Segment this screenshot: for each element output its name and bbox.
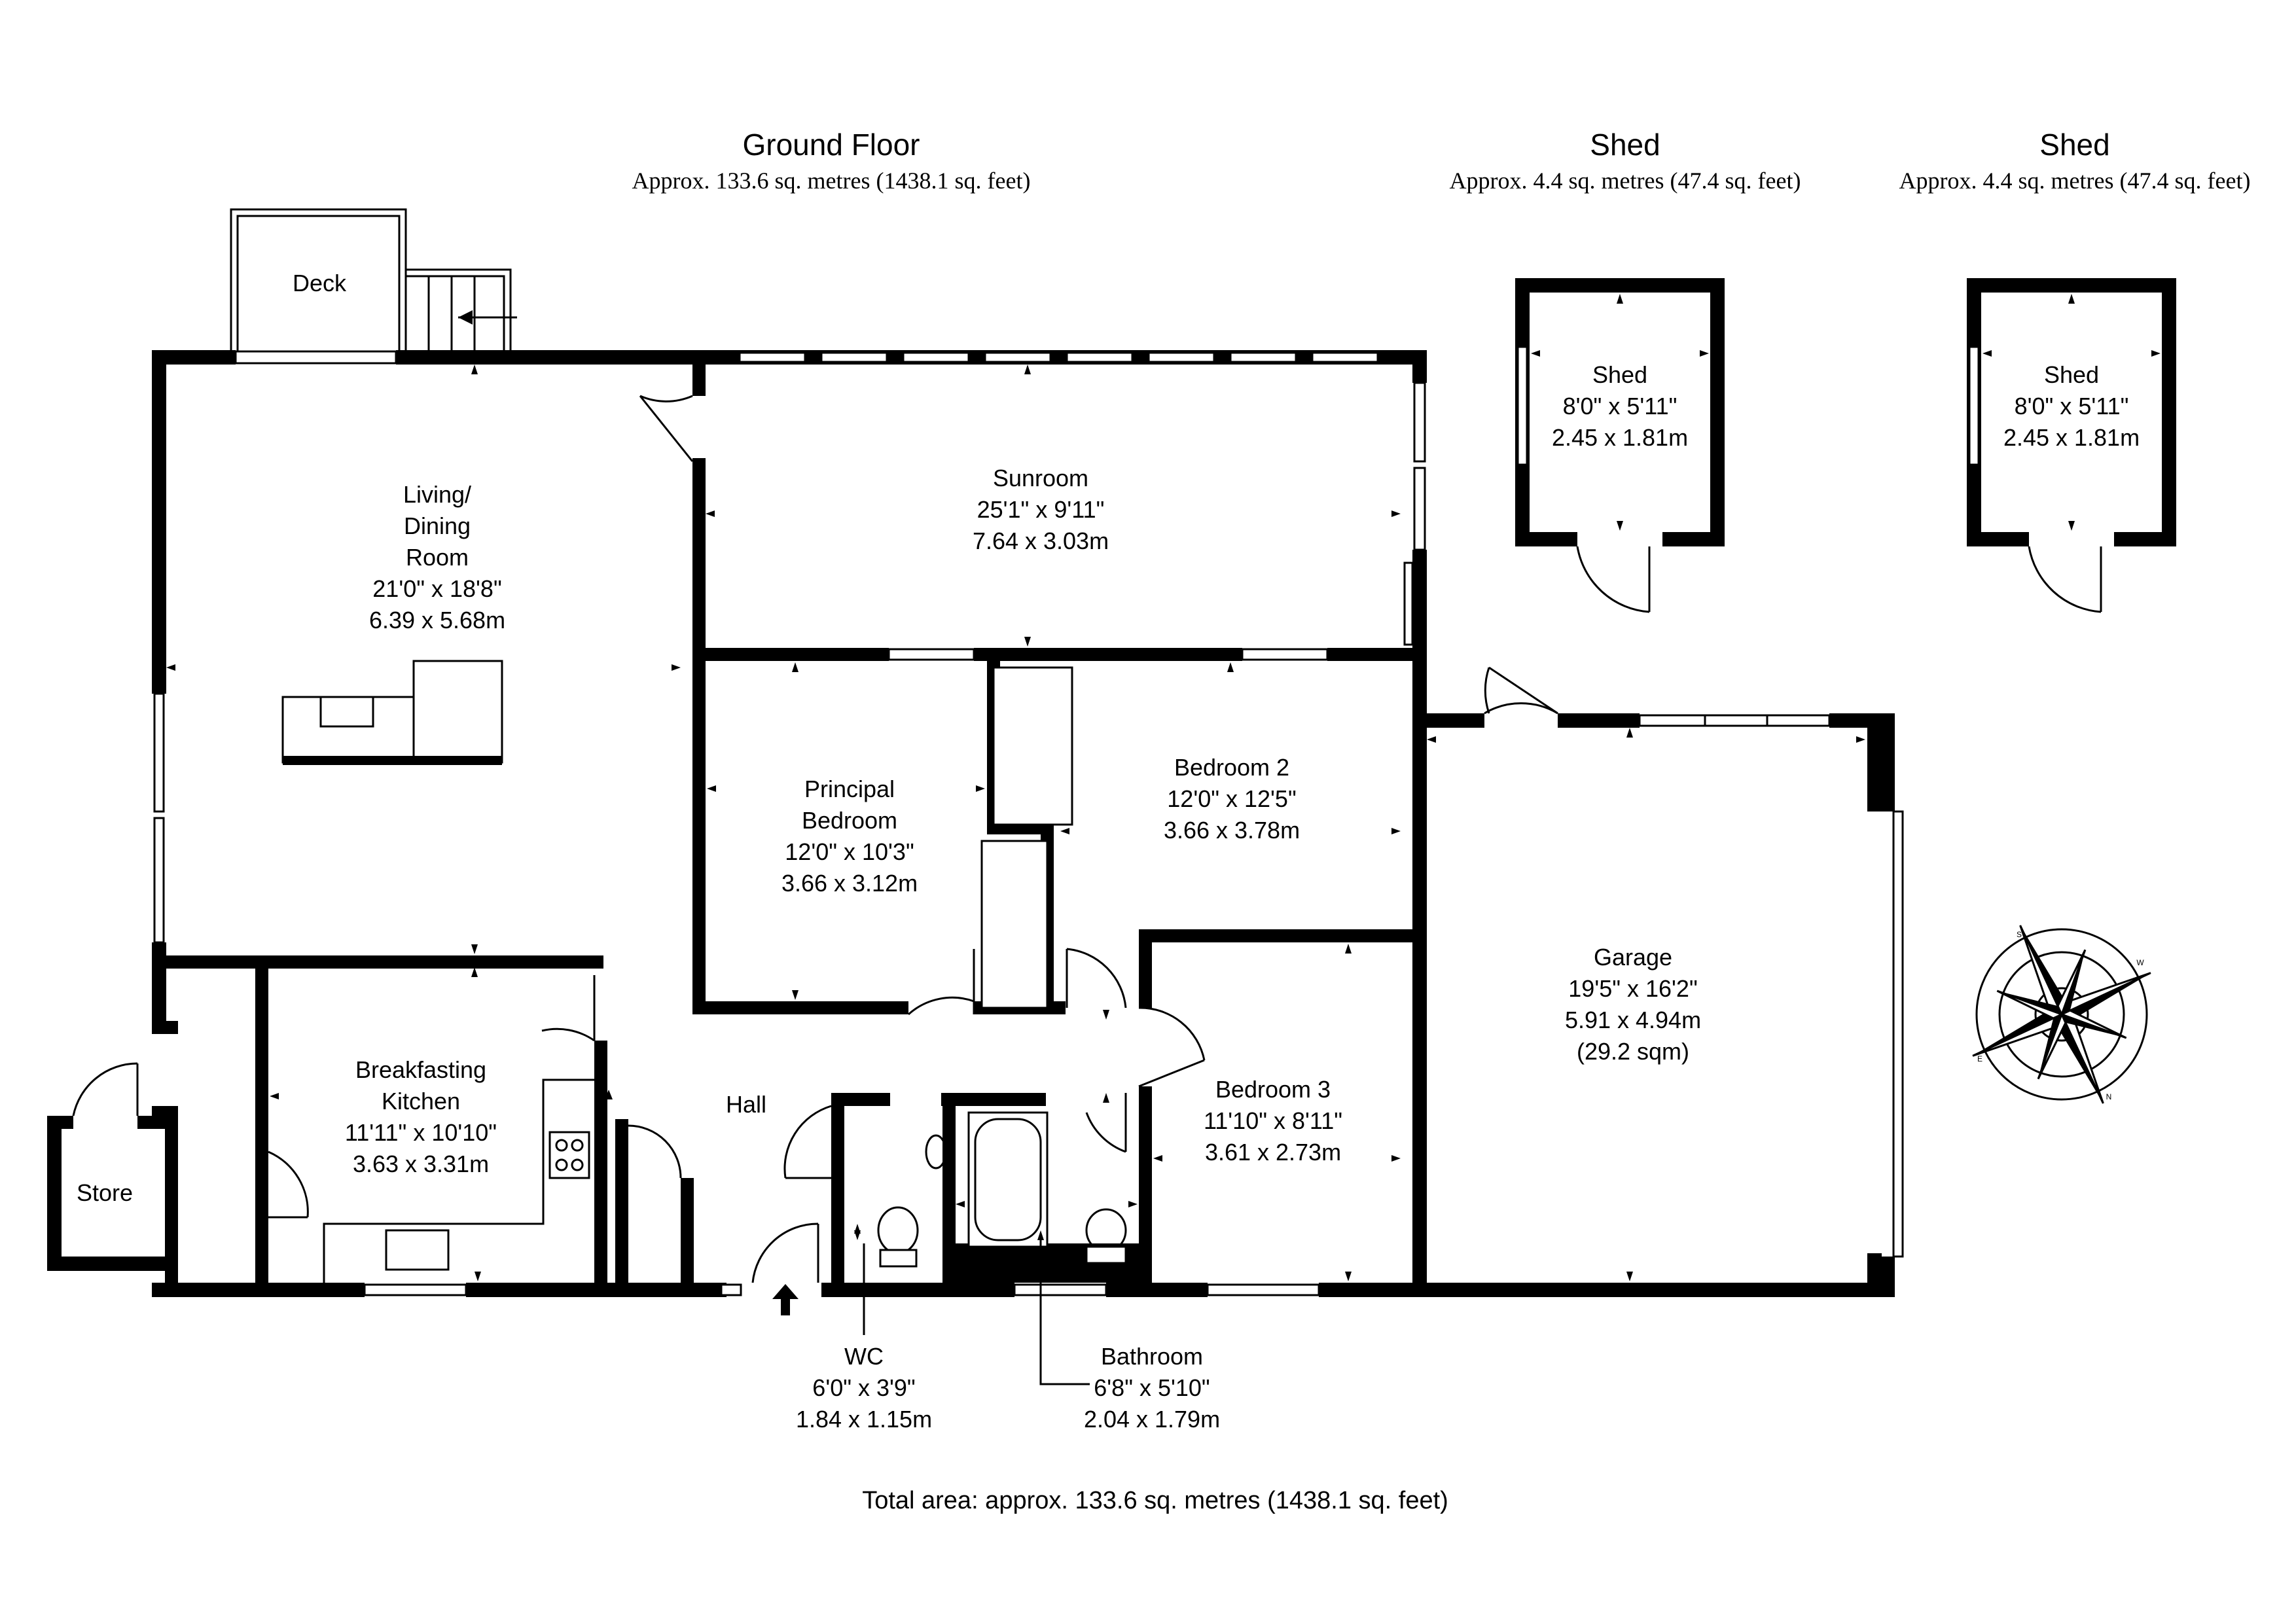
svg-text:2.45 x 1.81m: 2.45 x 1.81m bbox=[1552, 424, 1688, 451]
ground-floor-title: Ground Floor bbox=[742, 128, 920, 162]
svg-text:3.66 x 3.78m: 3.66 x 3.78m bbox=[1164, 817, 1300, 844]
svg-text:S: S bbox=[2017, 930, 2022, 939]
svg-text:Garage: Garage bbox=[1594, 944, 1672, 971]
svg-text:Living/: Living/ bbox=[403, 481, 471, 508]
svg-text:Bedroom 3: Bedroom 3 bbox=[1215, 1076, 1331, 1103]
svg-text:Kitchen: Kitchen bbox=[382, 1088, 460, 1115]
store: Store bbox=[47, 1062, 178, 1271]
svg-text:3.61 x 2.73m: 3.61 x 2.73m bbox=[1205, 1139, 1341, 1166]
svg-text:6.39 x 5.68m: 6.39 x 5.68m bbox=[369, 607, 505, 633]
svg-text:6'8" x 5'10": 6'8" x 5'10" bbox=[1094, 1374, 1210, 1401]
fixtures bbox=[281, 660, 1127, 1283]
svg-text:11'10" x 8'11": 11'10" x 8'11" bbox=[1204, 1107, 1342, 1134]
bathroom-leader bbox=[1039, 1237, 1090, 1385]
garage: Garage 19'5" x 16'2" 5.91 x 4.94m (29.2 … bbox=[1565, 944, 1701, 1065]
ground-floor-area: Approx. 133.6 sq. metres (1438.1 sq. fee… bbox=[632, 168, 1031, 194]
dimension-arrows bbox=[166, 365, 1865, 1281]
sunroom: Sunroom 25'1" x 9'11" 7.64 x 3.03m bbox=[973, 465, 1109, 554]
svg-text:2.04 x 1.79m: 2.04 x 1.79m bbox=[1084, 1406, 1220, 1433]
wc: WC 6'0" x 3'9" 1.84 x 1.15m bbox=[796, 1343, 932, 1433]
svg-text:1.84 x 1.15m: 1.84 x 1.15m bbox=[796, 1406, 932, 1433]
store-label: Store bbox=[77, 1179, 133, 1206]
shed-1-area: Approx. 4.4 sq. metres (47.4 sq. feet) bbox=[1450, 168, 1801, 194]
svg-text:21'0" x 18'8": 21'0" x 18'8" bbox=[372, 575, 501, 602]
svg-text:3.63 x 3.31m: 3.63 x 3.31m bbox=[353, 1150, 489, 1177]
deck: Deck bbox=[230, 208, 517, 357]
exterior-walls bbox=[152, 350, 1904, 1297]
svg-text:Sunroom: Sunroom bbox=[993, 465, 1088, 491]
svg-text:12'0" x 12'5": 12'0" x 12'5" bbox=[1167, 785, 1296, 812]
shed-2-labels: Shed 8'0" x 5'11" 2.45 x 1.81m bbox=[2003, 361, 2140, 451]
shed-1-labels: Shed 8'0" x 5'11" 2.45 x 1.81m bbox=[1552, 361, 1688, 451]
svg-text:8'0" x 5'11": 8'0" x 5'11" bbox=[2015, 393, 2129, 419]
entrance-arrow-icon bbox=[772, 1284, 798, 1315]
interior-walls bbox=[152, 363, 1426, 1296]
living-dining-room: Living/ Dining Room 21'0" x 18'8" 6.39 x… bbox=[369, 481, 505, 633]
breakfasting-kitchen: Breakfasting Kitchen 11'11" x 10'10" 3.6… bbox=[345, 1056, 497, 1177]
hall-label: Hall bbox=[726, 1091, 766, 1118]
svg-text:Dining: Dining bbox=[404, 512, 471, 539]
svg-text:12'0" x 10'3": 12'0" x 10'3" bbox=[785, 838, 914, 865]
svg-text:7.64 x 3.03m: 7.64 x 3.03m bbox=[973, 527, 1109, 554]
bedroom-2: Bedroom 2 12'0" x 12'5" 3.66 x 3.78m bbox=[1164, 754, 1300, 844]
total-area: Total area: approx. 133.6 sq. metres (14… bbox=[862, 1487, 1448, 1514]
svg-text:2.45 x 1.81m: 2.45 x 1.81m bbox=[2003, 424, 2140, 451]
svg-text:6'0" x 3'9": 6'0" x 3'9" bbox=[812, 1374, 915, 1401]
svg-text:Shed: Shed bbox=[1592, 361, 1647, 388]
svg-text:19'5" x 16'2": 19'5" x 16'2" bbox=[1568, 975, 1697, 1002]
svg-text:N: N bbox=[2106, 1092, 2112, 1101]
svg-text:E: E bbox=[1977, 1054, 1982, 1063]
svg-text:WC: WC bbox=[844, 1343, 884, 1370]
shed-2 bbox=[1967, 278, 2176, 613]
svg-text:5.91 x 4.94m: 5.91 x 4.94m bbox=[1565, 1007, 1701, 1033]
svg-text:8'0" x 5'11": 8'0" x 5'11" bbox=[1563, 393, 1677, 419]
doors bbox=[268, 666, 1558, 1283]
svg-text:Bathroom: Bathroom bbox=[1101, 1343, 1203, 1370]
svg-text:Room: Room bbox=[406, 544, 469, 571]
svg-text:Bedroom 2: Bedroom 2 bbox=[1174, 754, 1289, 781]
shed-1 bbox=[1515, 278, 1725, 613]
compass-icon: S W N E bbox=[1972, 925, 2151, 1104]
svg-text:25'1" x 9'11": 25'1" x 9'11" bbox=[977, 496, 1105, 523]
deck-label: Deck bbox=[293, 270, 347, 296]
bathroom: Bathroom 6'8" x 5'10" 2.04 x 1.79m bbox=[1084, 1343, 1220, 1433]
svg-text:3.66 x 3.12m: 3.66 x 3.12m bbox=[781, 870, 918, 897]
shed-2-title: Shed bbox=[2039, 128, 2109, 162]
bedroom-3: Bedroom 3 11'10" x 8'11" 3.61 x 2.73m bbox=[1204, 1076, 1342, 1166]
svg-text:Bedroom: Bedroom bbox=[802, 807, 897, 834]
svg-text:Shed: Shed bbox=[2044, 361, 2099, 388]
svg-text:Principal: Principal bbox=[804, 776, 895, 802]
svg-text:11'11" x 10'10": 11'11" x 10'10" bbox=[345, 1119, 497, 1146]
svg-text:W: W bbox=[2136, 958, 2144, 967]
svg-text:Breakfasting: Breakfasting bbox=[355, 1056, 486, 1083]
principal-bedroom: Principal Bedroom 12'0" x 10'3" 3.66 x 3… bbox=[781, 776, 918, 897]
shed-2-area: Approx. 4.4 sq. metres (47.4 sq. feet) bbox=[1899, 168, 2251, 194]
shed-1-title: Shed bbox=[1590, 128, 1660, 162]
svg-text:(29.2 sqm): (29.2 sqm) bbox=[1577, 1038, 1689, 1065]
